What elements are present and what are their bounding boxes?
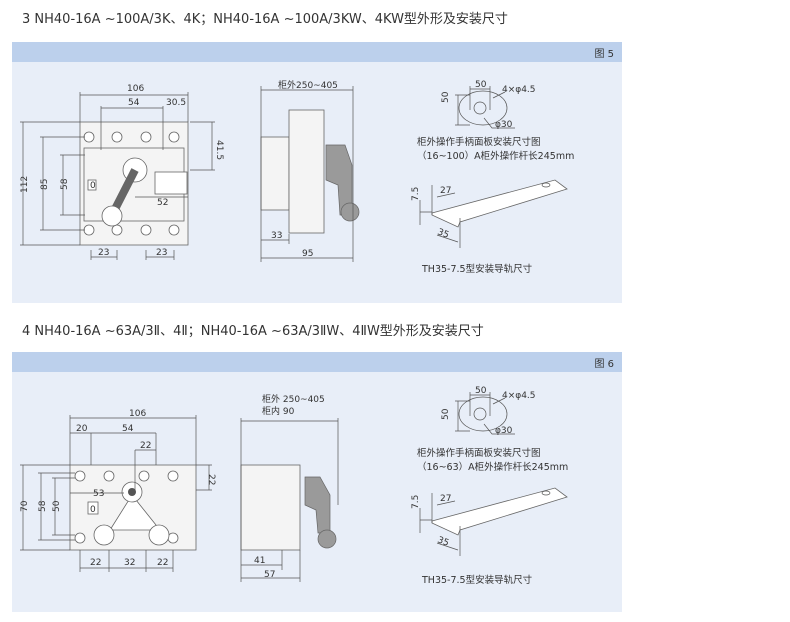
hole-dim-phi30: φ30 [495,426,513,436]
hole-dim-50-h: 50 [441,408,451,420]
dim-106: 106 [127,84,144,94]
rail-dim-35: 35 [436,535,450,548]
dim-22-right: 22 [157,558,168,568]
dim-112: 112 [20,176,30,193]
hole-dim-50-w: 50 [475,386,487,396]
dim-54: 54 [128,98,140,108]
dim-23-left: 23 [98,248,109,258]
dim-58: 58 [38,500,48,512]
dim-58: 58 [60,178,70,190]
figure-6-band: 图 6 [12,352,622,372]
dim-32: 32 [124,558,135,568]
fig5-side-view: 柜外250~405 33 95 [260,79,360,262]
hole-caption: 柜外操作手柄面板安装尺寸图 [417,447,541,459]
fig5-din-rail: 27 7.5 35 TH35-7.5型安装导轨尺寸 [411,179,568,275]
fig6-panel-hole-diagram: 50 4×φ4.5 50 φ30 柜外操作手柄面板安装尺寸图 （16~63）A柜… [417,386,568,473]
dim-52: 52 [157,198,168,208]
figure-6-label: 图 6 [594,359,614,370]
figure-5-band: 图 5 [12,42,622,62]
fig6-side-view: 柜外 250~405 柜内 90 41 57 [240,393,339,582]
section-4-heading: 4 NH40-16A ~63A/3Ⅱ、4Ⅱ；NH40-16A ~63A/3ⅡW、… [22,324,484,339]
handle-length-caption: （16~63）A柜外操作杆长245mm [417,461,568,473]
rail-caption: TH35-7.5型安装导轨尺寸 [421,263,533,275]
hole-dim-50-w: 50 [475,80,487,90]
fig5-switch-marker: 0 [90,181,96,191]
handle-length-caption: （16~100）A柜外操作杆长245mm [417,150,574,162]
hole-dim-50-h: 50 [441,91,451,103]
dim-70: 70 [20,500,30,512]
rail-dim-27: 27 [440,494,451,504]
dim-54: 54 [122,424,134,434]
dim-20: 20 [76,424,88,434]
rail-dim-7-5: 7.5 [411,187,421,201]
dim-23-right: 23 [156,248,167,258]
dim-53: 53 [93,489,104,499]
dim-85: 85 [40,179,50,190]
figure-5-label: 图 5 [594,49,614,60]
fig6-switch-marker: 0 [90,505,96,515]
dim-50: 50 [52,500,62,512]
hole-caption: 柜外操作手柄面板安装尺寸图 [417,136,541,148]
hole-count-diameter: 4×φ4.5 [502,391,536,401]
section-3-heading: 3 NH40-16A ~100A/3K、4K；NH40-16A ~100A/3K… [22,12,508,27]
hole-dim-phi30: φ30 [495,120,513,130]
dim-57: 57 [264,570,275,580]
fig6-front-view: 0 106 20 54 22 22 53 70 58 50 22 32 22 [20,409,216,572]
fig6-din-rail: 27 7.5 35 TH35-7.5型安装导轨尺寸 [411,487,568,586]
dim-41: 41 [254,556,265,566]
rail-dim-7-5: 7.5 [411,495,421,509]
dim-22-left: 22 [90,558,101,568]
dim-95: 95 [302,249,313,259]
fig5-front-view: 0 106 54 30.5 41.5 112 85 58 52 23 23 [20,84,224,260]
dim-outside-cabinet: 柜外250~405 [278,79,338,91]
dim-33: 33 [271,231,282,241]
rail-caption: TH35-7.5型安装导轨尺寸 [421,574,533,586]
dim-22-vertical: 22 [206,474,216,485]
hole-count-diameter: 4×φ4.5 [502,85,536,95]
dim-106: 106 [129,409,146,419]
dim-30-5: 30.5 [166,98,186,108]
rail-dim-27: 27 [440,186,451,196]
dim-outside-cabinet: 柜外 250~405 [262,393,325,405]
dim-22-top: 22 [140,441,151,451]
dim-inside-cabinet: 柜内 90 [262,405,295,417]
fig5-panel-hole-diagram: 50 4×φ4.5 50 φ30 柜外操作手柄面板安装尺寸图 （16~100）A… [417,80,574,162]
dim-41-5: 41.5 [214,140,224,160]
rail-dim-35: 35 [436,227,450,240]
